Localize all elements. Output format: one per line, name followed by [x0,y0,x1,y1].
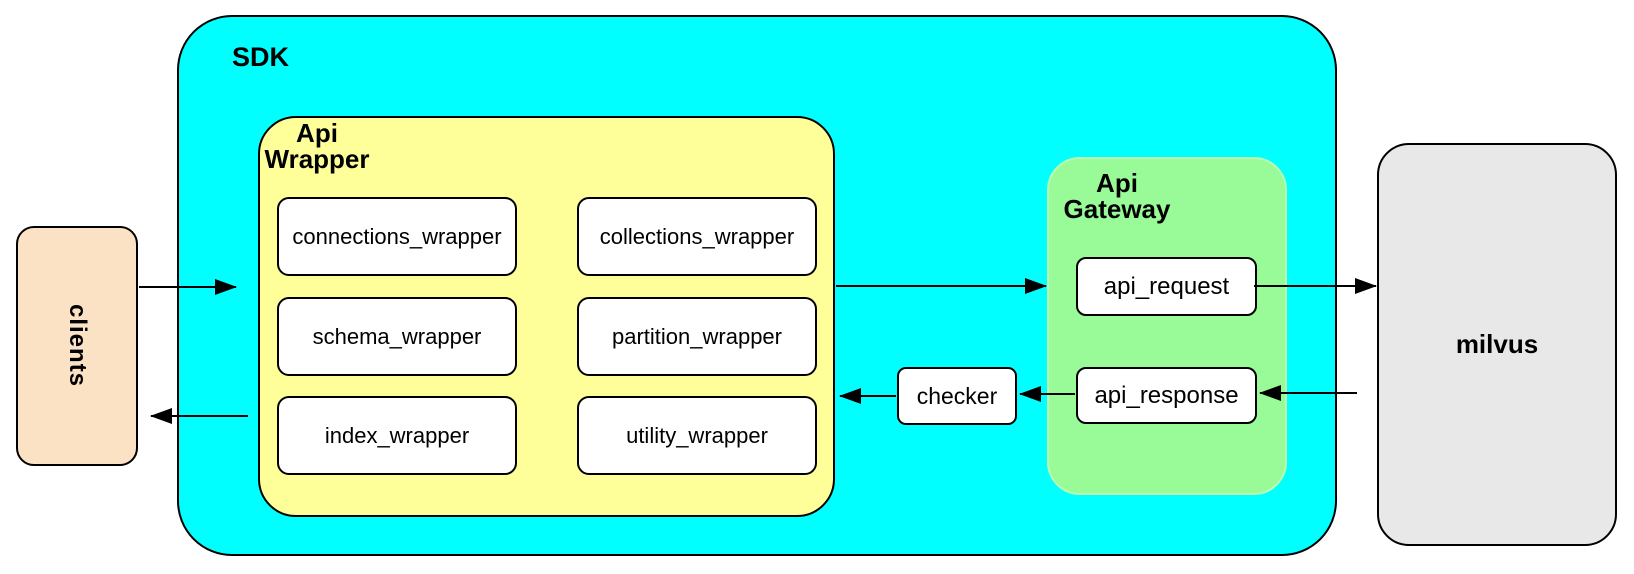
box-utility-wrapper-label: utility_wrapper [626,422,768,448]
box-index-wrapper-label: index_wrapper [324,422,470,448]
api-gateway-label-line2: Gateway [1063,194,1171,224]
box-connections-wrapper-label: connections_wrapper [292,223,502,249]
clients-box: clients [16,226,138,466]
box-collections-wrapper-label: collections_wrapper [599,223,795,249]
api-gateway-container [1047,157,1287,495]
milvus-box: milvus [1377,143,1617,546]
box-index-wrapper: index_wrapper [277,396,517,475]
box-schema-wrapper-label: schema_wrapper [312,323,482,349]
box-schema-wrapper: schema_wrapper [277,297,517,376]
box-connections-wrapper: connections_wrapper [277,197,517,276]
api-gateway-label: Api Gateway [1047,170,1187,222]
api-wrapper-label-line2: Wrapper [264,144,370,174]
checker-label: checker [916,382,998,409]
sdk-label: SDK [232,42,290,72]
checker-box: checker [897,367,1017,425]
box-utility-wrapper: utility_wrapper [577,396,817,475]
box-collections-wrapper: collections_wrapper [577,197,817,276]
milvus-label: milvus [1455,329,1539,359]
box-api-request: api_request [1076,257,1257,316]
api-gateway-label-line1: Api [1096,168,1138,198]
box-api-request-label: api_request [1103,272,1230,300]
box-partition-wrapper-label: partition_wrapper [612,323,782,349]
box-partition-wrapper: partition_wrapper [577,297,817,376]
box-api-response-label: api_response [1094,381,1239,409]
api-wrapper-label-line1: Api [296,118,338,148]
api-wrapper-label: Api Wrapper [258,120,376,172]
box-api-response: api_response [1076,367,1257,424]
clients-label: clients [64,304,91,388]
